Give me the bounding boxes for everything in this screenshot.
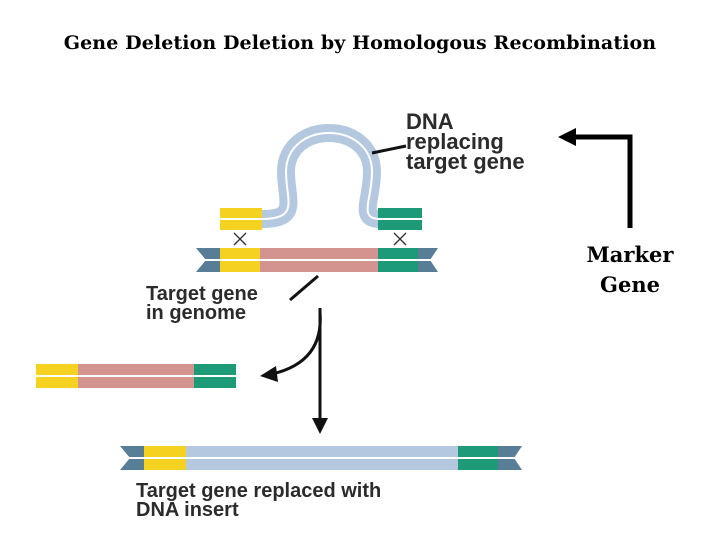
target-label-pointer (289, 274, 319, 302)
crossover-mark-right (393, 232, 407, 246)
dna-label-pointer (371, 144, 407, 155)
replacing-dna-loop-inner (261, 132, 381, 220)
excised-target-gene (36, 364, 236, 388)
replaced-gene-label: Target gene replaced with DNA insert (136, 480, 382, 521)
genome-dna (196, 248, 438, 272)
target-gene-label: Target gene in genome (146, 283, 258, 324)
marker-gene-label: Marker Gene (586, 242, 674, 297)
marker-gene-arrow (572, 134, 633, 228)
crossover-mark-left (233, 232, 247, 246)
dna-replacing-label: DNA replacing target gene (406, 109, 525, 174)
resulting-genome (120, 446, 522, 470)
excision-arrow (271, 311, 322, 376)
page-title: Gene Deletion Deletion by Homologous Rec… (63, 32, 657, 54)
